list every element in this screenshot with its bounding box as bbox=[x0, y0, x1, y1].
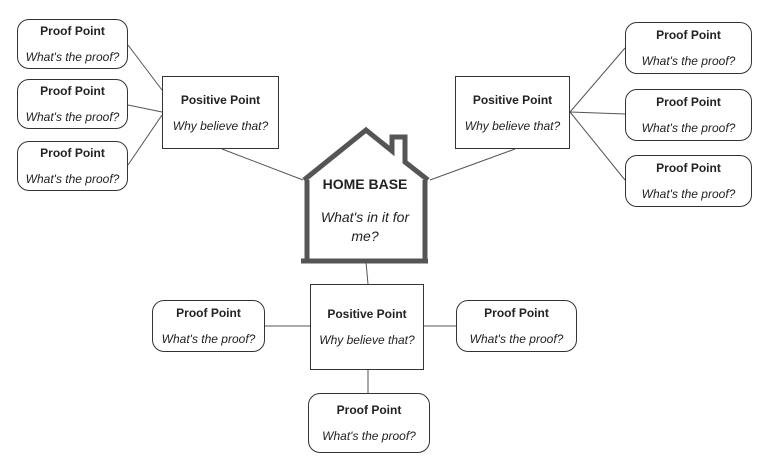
proof-point-title: Proof Point bbox=[176, 306, 241, 320]
proof-point-bottom-left: Proof Point What's the proof? bbox=[152, 300, 265, 352]
positive-point-title: Positive Point bbox=[472, 92, 553, 107]
proof-point-subtitle: What's the proof? bbox=[469, 332, 564, 346]
positive-point-subtitle: Why believe that? bbox=[319, 333, 415, 347]
home-base-subtitle: What's in it for me? bbox=[320, 209, 410, 244]
proof-point-title: Proof Point bbox=[656, 95, 721, 109]
proof-point-left-2: Proof Point What's the proof? bbox=[17, 79, 128, 129]
positive-point-title: Positive Point bbox=[180, 92, 261, 107]
positive-point-right: Positive Point Why believe that? bbox=[455, 76, 570, 149]
proof-point-subtitle: What's the proof? bbox=[161, 332, 256, 346]
proof-point-subtitle: What's the proof? bbox=[25, 172, 120, 186]
proof-point-subtitle: What's the proof? bbox=[641, 54, 736, 68]
proof-point-title: Proof Point bbox=[336, 403, 402, 417]
proof-point-subtitle: What's the proof? bbox=[25, 110, 120, 124]
home-base-title: HOME BASE bbox=[322, 176, 408, 192]
proof-point-title: Proof Point bbox=[656, 161, 721, 175]
positive-point-subtitle: Why believe that? bbox=[464, 118, 561, 133]
proof-point-subtitle: What's the proof? bbox=[25, 50, 120, 64]
proof-point-right-2: Proof Point What's the proof? bbox=[625, 89, 752, 141]
proof-point-subtitle: What's the proof? bbox=[641, 187, 736, 201]
positive-point-title: Positive Point bbox=[327, 307, 407, 321]
proof-point-right-3: Proof Point What's the proof? bbox=[625, 155, 752, 207]
proof-point-title: Proof Point bbox=[40, 146, 105, 160]
proof-point-left-1: Proof Point What's the proof? bbox=[17, 19, 128, 69]
proof-point-title: Proof Point bbox=[40, 84, 105, 98]
proof-point-bottom-center: Proof Point What's the proof? bbox=[308, 393, 430, 453]
positive-point-subtitle: Why believe that? bbox=[172, 118, 269, 133]
positive-point-bottom: Positive Point Why believe that? bbox=[310, 284, 424, 370]
proof-point-bottom-right: Proof Point What's the proof? bbox=[456, 300, 577, 352]
proof-point-title: Proof Point bbox=[484, 306, 549, 320]
positive-point-left: Positive Point Why believe that? bbox=[162, 76, 279, 149]
proof-point-left-3: Proof Point What's the proof? bbox=[17, 141, 128, 191]
proof-point-subtitle: What's the proof? bbox=[322, 429, 416, 443]
proof-point-subtitle: What's the proof? bbox=[641, 121, 736, 135]
proof-point-title: Proof Point bbox=[656, 28, 721, 42]
proof-point-title: Proof Point bbox=[40, 24, 105, 38]
proof-point-right-1: Proof Point What's the proof? bbox=[625, 22, 752, 74]
